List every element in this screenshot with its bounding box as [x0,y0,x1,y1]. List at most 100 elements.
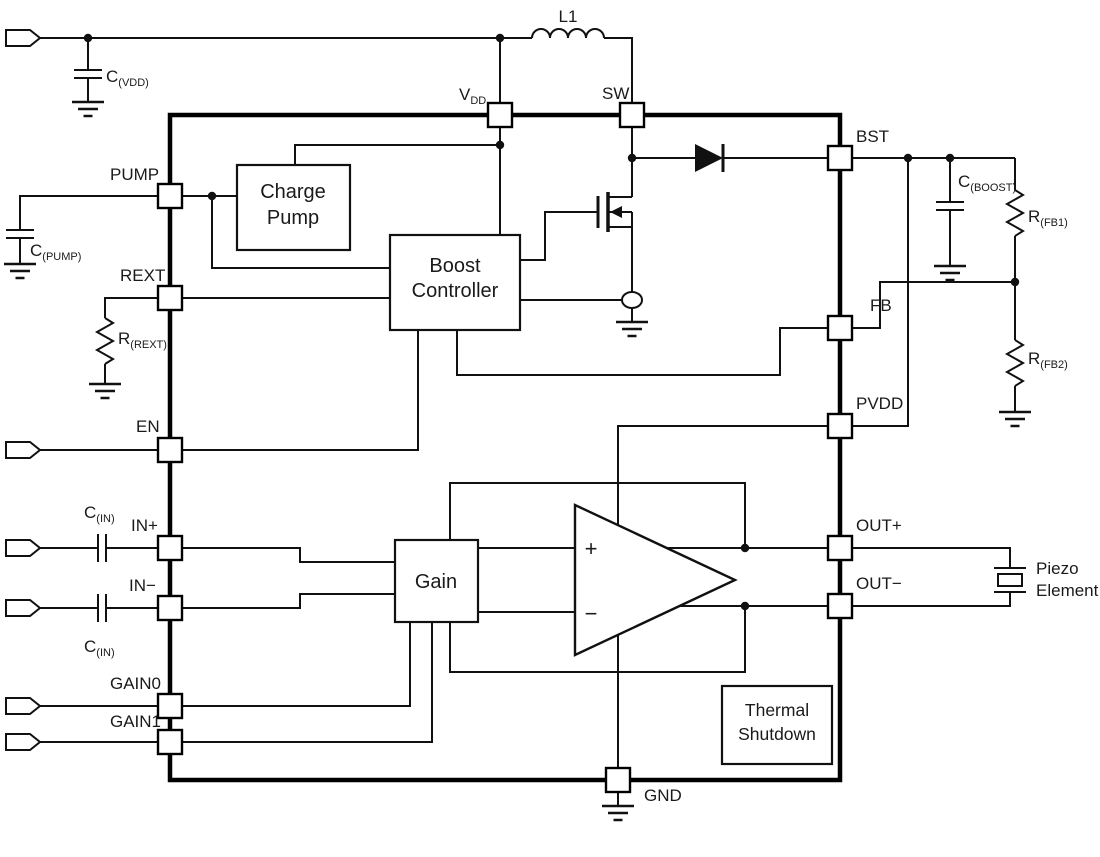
junction [83,33,93,43]
component-label-cin-top: C(IN) [84,503,115,525]
gain-label: Gain [415,571,457,593]
boost-label-line2: Controller [412,280,499,302]
resistor-rrext [94,317,116,365]
opamp-minus-sign: − [585,601,598,626]
thermal-label-line1: Thermal [745,700,809,720]
thermal-shutdown-block [720,684,834,766]
pin-en [156,436,184,464]
capacitor-cin-bottom [97,594,107,622]
wire-gain1-internal [182,622,433,743]
wire-fbdivider-to-fb [852,281,1015,329]
wire-pump-to-boost [211,196,390,269]
junction [945,153,955,163]
wire-rext-external [104,297,158,318]
pin-pump [156,182,184,210]
pin-label-in-plus: IN+ [131,516,158,535]
pin-label-gnd: GND [644,786,682,805]
pin-label-sw: SW [602,84,629,103]
terminal-gain0-input [5,697,41,715]
junction [1010,277,1020,287]
component-label-l1: L1 [559,7,578,26]
junction [495,33,505,43]
wire-feedback-top [449,482,746,548]
piezo-label-line2: Element [1036,581,1099,600]
component-label-cvdd: C(VDD) [106,67,149,89]
pin-label-gain0: GAIN0 [110,674,161,693]
pin-label-vdd: VDD [459,85,486,107]
boost-controller-block [388,233,522,332]
pin-in-minus [156,594,184,622]
pin-label-fb: FB [870,296,892,315]
pin-label-out-minus: OUT− [856,574,902,593]
inductor-l1 [531,28,605,39]
ground-gnd-pin [600,804,636,822]
resistor-rfb2 [1004,339,1026,387]
wire-en-internal [182,330,419,451]
pin-sw [618,101,646,129]
terminal-inp-input [5,539,41,557]
ground-cboost [932,264,968,282]
boost-label-line1: Boost [429,255,481,277]
current-sense-ellipse [621,291,643,309]
junction [495,140,505,150]
component-label-cboost: C(BOOST) [958,172,1016,194]
pin-pvdd [826,412,854,440]
wire-gain0-internal [182,622,411,707]
wire-pump-to-cpump [19,195,158,230]
pin-gnd [604,766,632,794]
pin-out-plus [826,534,854,562]
pin-label-gain1: GAIN1 [110,712,161,731]
wire-outn-to-piezo [852,592,1011,607]
pin-fb [826,314,854,342]
wire-fb-internal [456,327,828,376]
component-label-rrext: R(REXT) [118,329,167,351]
charge-pump-block [235,163,352,252]
ground-cvdd [70,100,106,118]
wire-l1-to-sw [604,37,633,103]
resistor-rfb1 [1004,189,1026,237]
opamp-triangle [573,503,738,657]
ground-rfb2 [997,410,1033,428]
pin-label-rext: REXT [120,266,165,285]
ground-cpump [2,262,38,280]
wire-bst-to-pvdd [852,158,909,427]
wire-outp-to-piezo [852,547,1011,568]
components [2,28,1033,822]
piezo-label-line1: Piezo [1036,559,1079,578]
mosfet-body-arrow [610,206,622,218]
terminal-vdd-input [5,29,41,47]
pin-bst [826,144,854,172]
component-label-rfb2: R(FB2) [1028,349,1068,371]
pin-label-en: EN [136,417,160,436]
wire-pvdd-internal [617,425,828,525]
pin-label-bst: BST [856,127,889,146]
charge-pump-label-line1: Charge [260,181,326,203]
pin-in-plus [156,534,184,562]
ground-source [614,320,650,338]
wire-inp-internal [182,547,395,563]
junction [740,543,750,553]
terminal-en-input [5,441,41,459]
pin-gain0 [156,692,184,720]
junction [627,153,637,163]
diode [695,144,723,172]
wire-chargepump-to-vddnode [294,144,500,165]
gain-block [393,538,480,624]
wire-feedback-bottom [449,606,746,673]
pin-label-pvdd: PVDD [856,394,903,413]
wire-inn-internal [182,593,395,609]
pin-vdd [486,101,514,129]
pin-gain1 [156,728,184,756]
capacitor-cpump [6,229,34,239]
pin-label-out-plus: OUT+ [856,516,902,535]
capacitor-cin-top [97,534,107,562]
junction-dots [83,33,1020,611]
pin-label-in-minus: IN− [129,576,156,595]
pin-out-minus [826,592,854,620]
pin-rext [156,284,184,312]
junction [903,153,913,163]
wire-boost-to-gate [520,211,598,261]
terminal-inn-input [5,599,41,617]
